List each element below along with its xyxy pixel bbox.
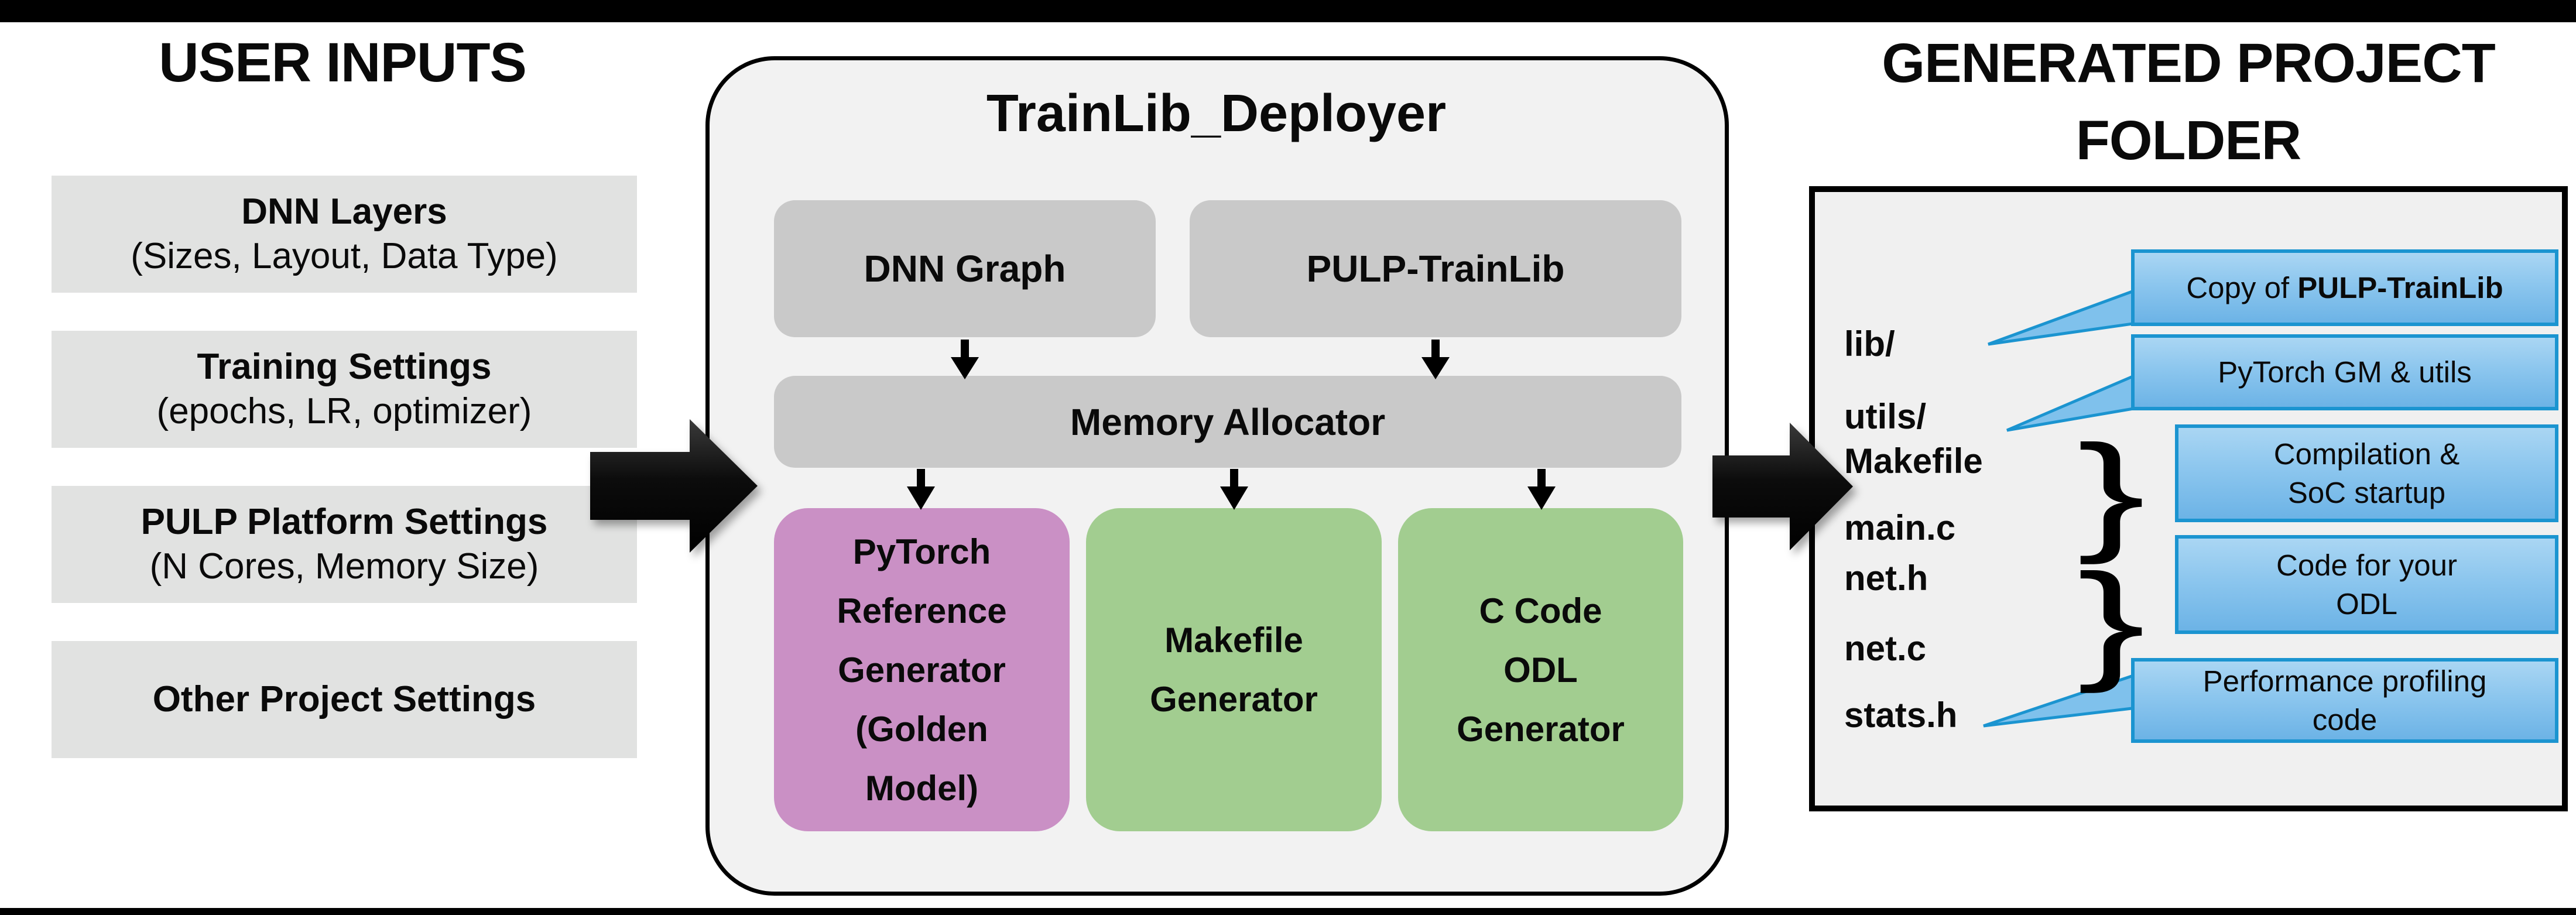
callout-text: ODL <box>2336 587 2397 621</box>
box-title: Other Project Settings <box>152 679 536 719</box>
callout-pytorch-gm-utils: PyTorch GM & utils <box>2131 334 2558 410</box>
callout-text: Compilation & <box>2273 437 2460 471</box>
box-title: PULP Platform Settings <box>141 502 548 542</box>
box-title: DNN Layers <box>241 191 447 232</box>
gen-line: ODL <box>1503 650 1578 690</box>
box-title: Training Settings <box>197 347 492 387</box>
box-subtitle: (N Cores, Memory Size) <box>149 546 539 587</box>
callout-text: Copy of PULP-TrainLib <box>2186 269 2503 307</box>
file-stats-h: stats.h <box>1844 695 1958 735</box>
user-input-box-pulp-platform-settings: PULP Platform Settings (N Cores, Memory … <box>52 486 637 603</box>
user-input-box-other-project-settings: Other Project Settings <box>52 641 637 758</box>
callout-code-for-your-odl: Code for your ODL <box>2175 535 2558 634</box>
box-subtitle: (Sizes, Layout, Data Type) <box>131 236 558 276</box>
pulp-trainlib-label: PULP-TrainLib <box>1306 248 1565 290</box>
top-black-bar <box>0 0 2576 22</box>
pulp-trainlib-box: PULP-TrainLib <box>1190 200 1681 337</box>
callout-text-regular: Copy of <box>2186 270 2298 304</box>
dnn-graph-box: DNN Graph <box>774 200 1156 337</box>
gen-line: Generator <box>1150 680 1318 719</box>
gen-line: Reference <box>837 591 1007 630</box>
gen-line: Generator <box>838 650 1006 690</box>
file-net-h: net.h <box>1844 558 1928 598</box>
generated-project-folder-title: GENERATED PROJECT FOLDER <box>1809 25 2568 179</box>
pytorch-reference-generator-box: PyTorch Reference Generator (Golden Mode… <box>774 508 1070 831</box>
title-line-2: FOLDER <box>2075 109 2302 172</box>
callout-text: code <box>2312 702 2378 736</box>
file-utils: utils/ <box>1844 397 1927 436</box>
file-main-c: main.c <box>1844 508 1956 547</box>
bottom-black-bar <box>0 908 2576 915</box>
file-net-c: net.c <box>1844 629 1927 668</box>
brace-makefile-main: } <box>2077 417 2146 565</box>
gen-line: (Golden <box>855 709 988 749</box>
gen-line: C Code <box>1479 591 1602 630</box>
makefile-generator-box: Makefile Generator <box>1086 508 1382 831</box>
dnn-graph-label: DNN Graph <box>864 248 1066 290</box>
memory-allocator-box: Memory Allocator <box>774 376 1681 468</box>
file-makefile: Makefile <box>1844 441 1983 481</box>
trainlib-deployer-title: TrainLib_Deployer <box>986 84 1447 143</box>
callout-text: SoC startup <box>2287 475 2446 509</box>
title-line-1: GENERATED PROJECT <box>1882 32 2495 94</box>
user-inputs-title: USER INPUTS <box>159 32 527 94</box>
callout-compilation-soc-startup: Compilation & SoC startup <box>2175 424 2558 522</box>
callout-text-bold: PULP-TrainLib <box>2297 270 2503 304</box>
gen-line: PyTorch <box>852 532 991 571</box>
gen-line: Makefile <box>1164 621 1303 660</box>
memory-allocator-label: Memory Allocator <box>1070 400 1386 443</box>
gen-line: Generator <box>1457 709 1625 749</box>
gen-line: Model) <box>865 768 979 808</box>
c-code-odl-generator-box: C Code ODL Generator <box>1398 508 1683 831</box>
callout-text: Code for your <box>2276 548 2457 582</box>
file-lib: lib/ <box>1844 324 1895 364</box>
callout-copy-of-pulp-trainlib: Copy of PULP-TrainLib <box>2131 249 2558 326</box>
user-input-box-training-settings: Training Settings (epochs, LR, optimizer… <box>52 331 637 448</box>
user-input-box-dnn-layers: DNN Layers (Sizes, Layout, Data Type) <box>52 176 637 293</box>
callout-text: PyTorch GM & utils <box>2218 355 2472 389</box>
callout-text: Performance profiling <box>2202 664 2487 698</box>
box-subtitle: (epochs, LR, optimizer) <box>156 391 532 431</box>
callout-performance-profiling-code: Performance profiling code <box>2131 658 2558 743</box>
